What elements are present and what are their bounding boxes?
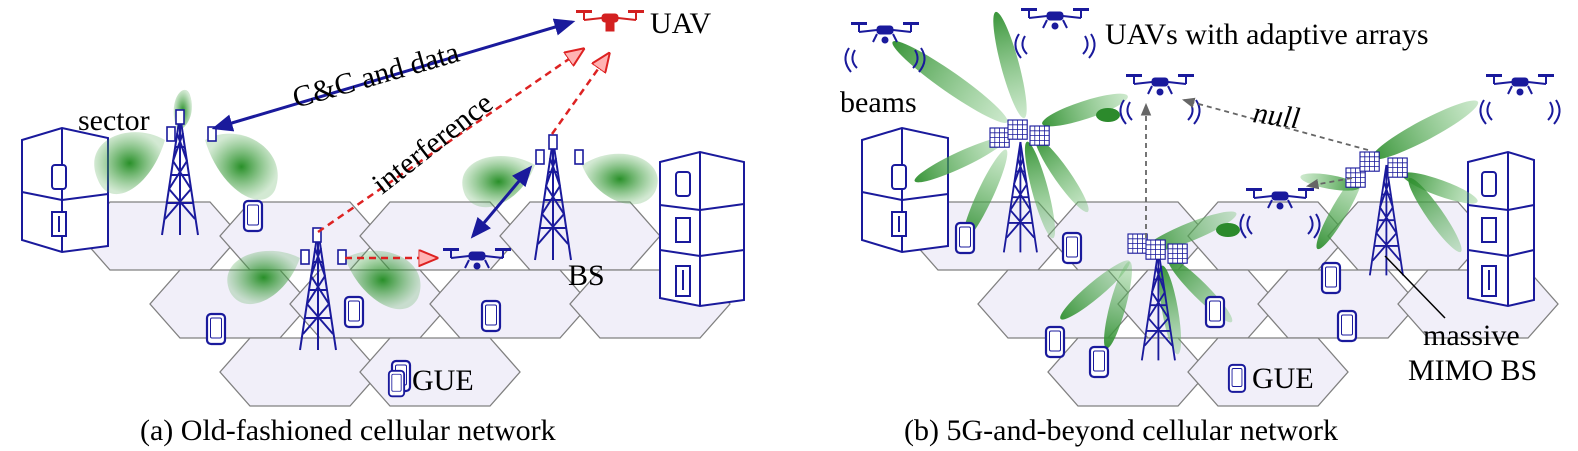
- beam-lobe: [1096, 108, 1120, 122]
- panel-b: UAVs with adaptive arrays beams null mas…: [840, 7, 1561, 447]
- gue-label: GUE: [1252, 362, 1314, 395]
- beam-lobe: [892, 11, 1479, 355]
- interference-arrows: [317, 50, 608, 258]
- uav-icon: [1014, 7, 1096, 59]
- building-icon: [1467, 150, 1535, 308]
- beams-label: beams: [840, 86, 917, 119]
- null-label: null: [1251, 96, 1302, 135]
- uav-label: UAV: [650, 7, 711, 40]
- building-icon: [659, 150, 745, 308]
- mimo-bs-label: MIMO BS: [1408, 354, 1537, 387]
- sector-label: sector: [78, 104, 150, 137]
- uavs-label: UAVs with adaptive arrays: [1105, 18, 1429, 51]
- bs-label: BS: [568, 259, 605, 292]
- building-icon: [861, 126, 949, 254]
- uav-icon: [1119, 73, 1201, 125]
- beam-lobe: [1216, 223, 1240, 237]
- uav-icon: [1479, 73, 1561, 125]
- null-arrows: [1140, 97, 1369, 238]
- cc-data-label: C&C and data: [289, 36, 463, 115]
- panel-a: UAV C&C and data interference sector BS …: [21, 7, 745, 447]
- phone-icon: [387, 369, 406, 398]
- bs-to-uav-link: [470, 165, 533, 239]
- phone-icon: [1227, 363, 1247, 393]
- massive-label: massive: [1423, 319, 1520, 352]
- caption-b: (b) 5G-and-beyond cellular network: [904, 414, 1338, 447]
- massive-pointer: [1384, 255, 1446, 319]
- caption-a: (a) Old-fashioned cellular network: [140, 414, 556, 447]
- gue-label: GUE: [412, 364, 474, 397]
- cc-data-link: [211, 18, 576, 132]
- uav-icon: [575, 9, 645, 32]
- building-icon: [21, 126, 109, 254]
